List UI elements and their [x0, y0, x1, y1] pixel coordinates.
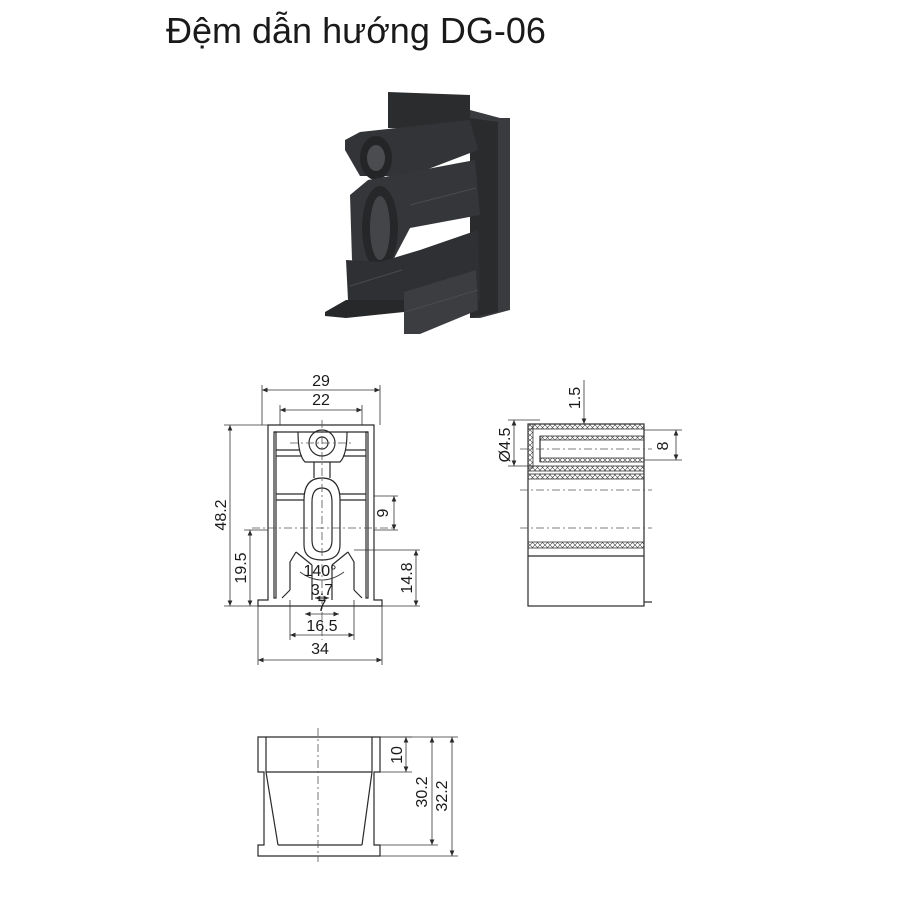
dim-base-height: 14.8 [399, 562, 416, 593]
dim-depth-total: 32.2 [434, 780, 451, 811]
dim-hole-dia: Ø4.5 [497, 428, 514, 463]
dim-width-inner: 22 [312, 392, 330, 409]
dim-depth-top: 10 [389, 746, 406, 764]
dim-slot-height: 9 [375, 508, 392, 517]
dim-angle: 140° [303, 563, 336, 580]
dim-gap-small: 3.7 [311, 582, 333, 599]
product-render [325, 92, 510, 334]
page-title: Đệm dẫn hướng DG-06 [166, 10, 546, 51]
dim-gap-mid: 7 [318, 598, 327, 615]
dim-width-base: 34 [311, 641, 329, 658]
dim-height-total: 48.2 [213, 499, 230, 530]
dim-depth-inner: 30.2 [414, 776, 431, 807]
front-view: 29 22 48.2 19.5 9 14.8 140° 3.7 7 [213, 373, 420, 665]
dim-top-offset: 1.5 [567, 387, 584, 409]
dim-height-lower: 19.5 [233, 552, 250, 583]
dim-gap-wide: 16.5 [306, 618, 337, 635]
dim-hole-height: 8 [655, 441, 672, 450]
bottom-view: 10 30.2 32.2 [257, 728, 458, 862]
side-view: 1.5 Ø4.5 8 [497, 380, 682, 607]
dim-width-outer: 29 [312, 373, 330, 390]
